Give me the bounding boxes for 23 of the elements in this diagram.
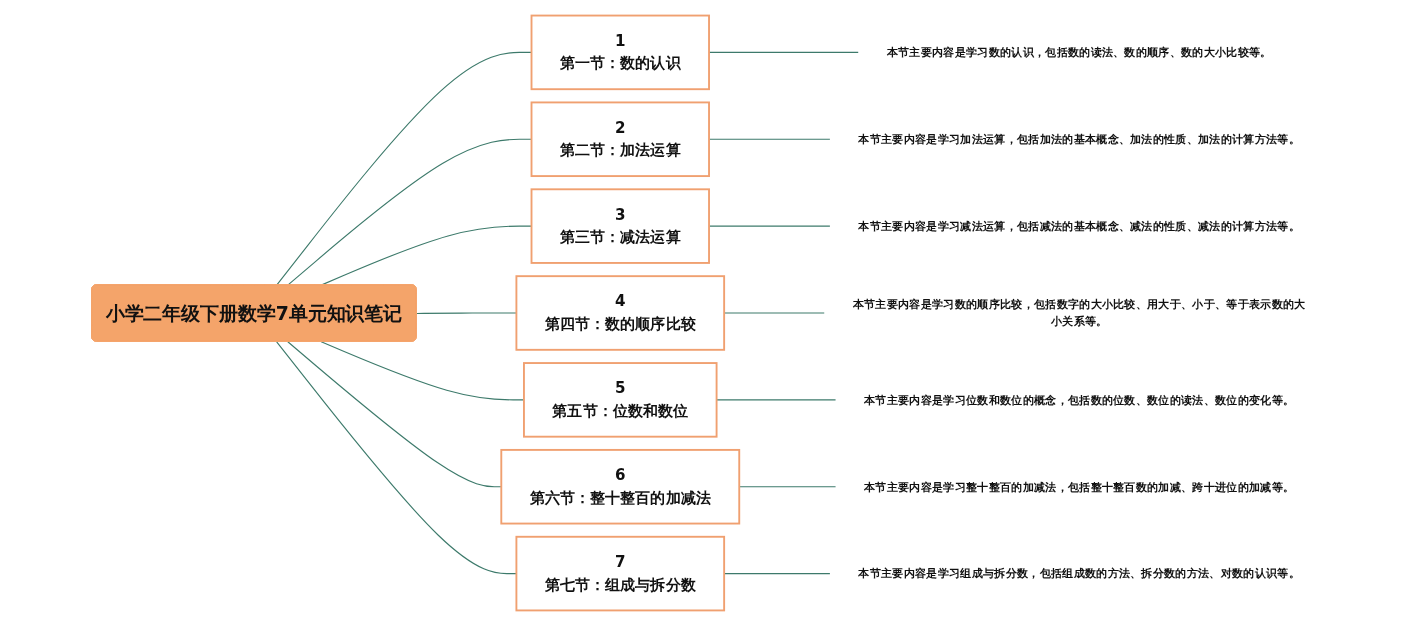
node-box: 2 第二节：加法运算 (530, 101, 710, 178)
node-box: 3 第三节：减法运算 (530, 188, 710, 264)
node-box: 1 第一节：数的认识 (530, 14, 710, 91)
node-text: 本节主要内容是学习加法运算，包括加法的基本概念、加法的性质、加法的计算方法等。 (857, 132, 1300, 146)
connector (708, 225, 831, 227)
node-box: 7 第七节：组成与拆分数 (515, 535, 725, 612)
connector (286, 138, 532, 286)
connector (738, 486, 836, 488)
node-text: 本节主要内容是学习数的顺序比较，包括数字的大小比较、用大于、小于、等于表示数的大小关系等。 (852, 297, 1306, 329)
connector (275, 51, 532, 286)
node-text: 本节主要内容是学习整十整百的加减法，包括整十整百数的加减、跨十进位的加减等。 (863, 480, 1295, 494)
connector (415, 312, 517, 315)
node-text: 本节主要内容是学习位数和数位的概念，包括数的位数、数位的读法、数位的变化等。 (863, 393, 1295, 407)
node-text: 本节主要内容是学习减法运算，包括减法的基本概念、减法的性质、减法的计算方法等。 (857, 219, 1300, 233)
connector (708, 138, 831, 140)
node-box: 6 第六节：整十整百的加减法 (500, 448, 740, 525)
connector (275, 341, 517, 575)
node-box: 4 第四节：数的顺序比较 (515, 275, 725, 351)
node-text: 本节主要内容是学习数的认识，包括数的读法、数的顺序、数的大小比较等。 (886, 45, 1272, 59)
connector (708, 51, 859, 53)
node-box: 5 第五节：位数和数位 (522, 362, 718, 438)
connector (723, 573, 831, 575)
node-text: 本节主要内容是学习组成与拆分数，包括组成数的方法、拆分数的方法、对数的认识等。 (857, 566, 1300, 581)
